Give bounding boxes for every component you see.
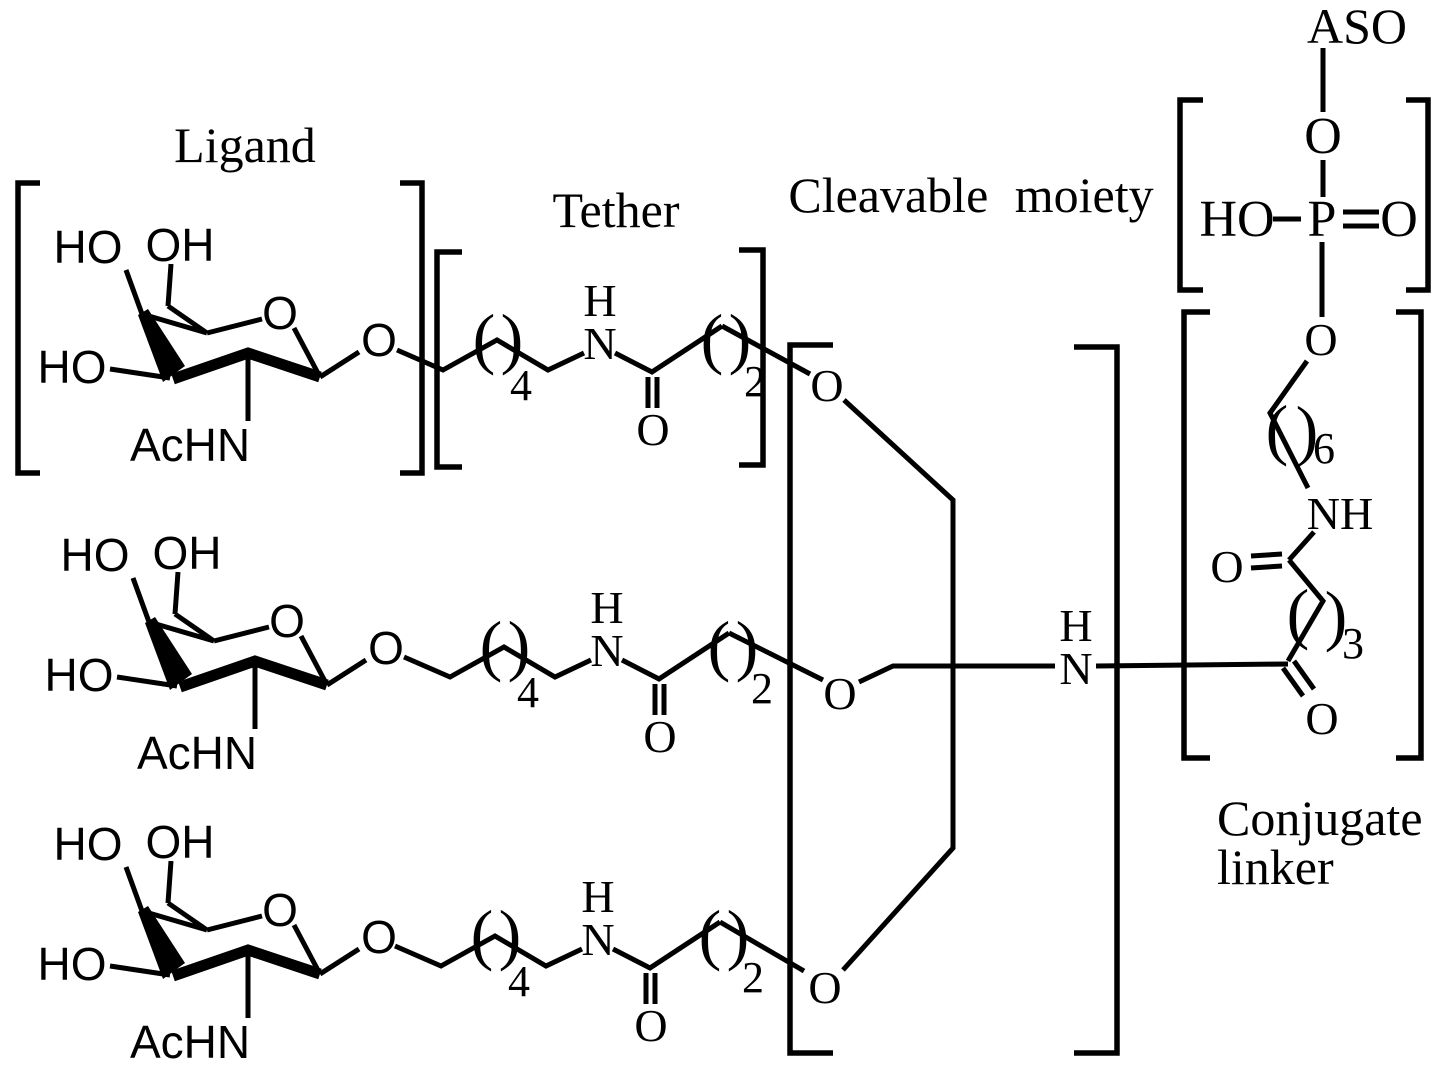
linker-hexyl-chain-bond: [1267, 359, 1311, 490]
phosphorus-oxygen-double-bond: [1343, 209, 1379, 229]
paren-open-alkyl-bottom: (: [471, 896, 494, 972]
paren-open-hexyl: (: [1266, 391, 1289, 467]
atom-ho-c4-top: HO: [54, 221, 123, 273]
atom-linker-o-top: O: [1304, 314, 1337, 365]
galnac-bonds-bottom: [110, 861, 359, 1018]
subscript-propyl: 3: [1342, 619, 1364, 668]
tether-oxygen-bond-middle: [727, 630, 825, 683]
paren-open-alkyl-top: (: [473, 300, 496, 376]
atom-amide-h-bottom: H: [581, 871, 614, 922]
atom-ho-c4-middle: HO: [61, 529, 130, 581]
atom-phosphate-ho: HO: [1199, 191, 1274, 248]
subscript-alkyl-middle: 4: [517, 668, 539, 717]
atom-amide-h-top: H: [583, 275, 616, 326]
subscript-acyl-bottom: 2: [742, 953, 764, 1002]
amine-to-linker-bond: [1095, 661, 1289, 669]
tether-oxygen-bond-bottom: [718, 919, 806, 974]
atom-amide-n-top: N: [583, 318, 616, 369]
atom-ring-oxygen-top: O: [262, 287, 298, 339]
atom-carbonyl-o-middle: O: [643, 711, 676, 762]
paren-close-hexyl: ): [1296, 392, 1319, 468]
atom-central-h: H: [1059, 600, 1092, 651]
atom-amide-n-bottom: N: [581, 914, 614, 965]
atom-cleavable-o-bottom: O: [808, 962, 841, 1013]
paren-open-acyl-bottom: (: [699, 896, 722, 972]
ligand-bracket-left: [15, 180, 40, 476]
paren-close-alkyl-middle: ): [508, 607, 531, 683]
atom-phosphate-o-upper: O: [1304, 108, 1342, 165]
atom-phosphate-o-double: O: [1380, 191, 1418, 248]
label-ligand: Ligand: [174, 117, 316, 173]
paren-close-acyl-top: ): [729, 300, 752, 376]
atom-ho-c3-top: HO: [38, 341, 107, 393]
paren-close-alkyl-top: ): [501, 300, 524, 376]
atom-achn-top: AcHN: [130, 419, 250, 471]
paren-open-acyl-top: (: [701, 300, 724, 376]
atom-linker-nh: NH: [1307, 488, 1373, 539]
atom-ring-oxygen-bottom: O: [262, 884, 298, 936]
atom-oh-c6-middle: OH: [153, 527, 222, 579]
subscript-acyl-middle: 2: [751, 664, 773, 713]
ligand-bracket-right: [400, 180, 425, 476]
atom-carbonyl-o-top: O: [636, 404, 669, 455]
branch-horizontal-bond: [857, 663, 1055, 685]
label-conjugate-linker-line1: Conjugate: [1217, 790, 1423, 846]
label-conjugate-linker-line2: linker: [1217, 839, 1334, 895]
subscript-hexyl: 6: [1313, 424, 1335, 473]
atom-glycosidic-oxygen-top: O: [361, 314, 397, 366]
phosphate-bracket-right: [1406, 97, 1431, 293]
atom-ring-oxygen-middle: O: [269, 595, 305, 647]
paren-close-acyl-middle: ): [736, 607, 759, 683]
atom-ho-c4-bottom: HO: [54, 818, 123, 870]
atom-oh-c6-bottom: OH: [146, 816, 215, 868]
atom-achn-middle: AcHN: [137, 727, 257, 779]
phosphate-bracket-left: [1177, 97, 1203, 293]
atom-ho-c3-bottom: HO: [38, 938, 107, 990]
paren-close-alkyl-bottom: ): [499, 896, 522, 972]
amide-carbonyl-double-bond: [1250, 551, 1283, 571]
paren-open-propyl: (: [1287, 575, 1310, 651]
label-cleavable-moiety: Cleavable moiety: [788, 167, 1153, 223]
subscript-acyl-top: 2: [744, 357, 766, 406]
atom-oh-c6-top: OH: [146, 219, 215, 271]
tether-bonds-top: [397, 326, 722, 408]
paren-open-acyl-middle: (: [708, 607, 731, 683]
atom-linker-ketone-o: O: [1305, 693, 1338, 744]
label-aso: ASO: [1307, 0, 1407, 54]
atom-linker-amide-o: O: [1210, 541, 1243, 592]
tether-bonds-middle: [404, 633, 729, 715]
linker-bracket-right: [1396, 309, 1424, 761]
cleavable-bracket-right: [1074, 344, 1120, 1056]
atom-glycosidic-oxygen-bottom: O: [361, 911, 397, 963]
tether-bracket-left: [434, 249, 462, 470]
atom-ho-c3-middle: HO: [45, 649, 114, 701]
atom-glycosidic-oxygen-middle: O: [368, 622, 404, 674]
ketone-double-bond: [1280, 659, 1317, 698]
paren-open-alkyl-middle: (: [480, 607, 503, 683]
subscript-alkyl-bottom: 4: [508, 957, 530, 1006]
atom-amide-n-middle: N: [590, 625, 623, 676]
galnac-bonds-top: [110, 264, 359, 421]
atom-achn-bottom: AcHN: [130, 1016, 250, 1068]
cleavable-bracket-left: [787, 342, 833, 1056]
linker-bracket-left: [1181, 309, 1210, 761]
atom-cleavable-o-top: O: [810, 360, 843, 411]
linker-propyl-chain-bond: [1285, 558, 1327, 663]
tether-bracket-right: [739, 247, 766, 468]
tether-bonds-bottom: [395, 922, 720, 1004]
galnac-bonds-middle: [117, 572, 366, 729]
nh-carbonyl-bond: [1287, 530, 1316, 562]
paren-close-acyl-bottom: ): [727, 896, 750, 972]
subscript-alkyl-top: 4: [510, 361, 532, 410]
atom-central-n: N: [1059, 643, 1092, 694]
branch-trunk-bond: [841, 398, 956, 972]
atom-amide-h-middle: H: [590, 582, 623, 633]
atom-carbonyl-o-bottom: O: [634, 1000, 667, 1051]
label-tether: Tether: [553, 182, 680, 238]
tether-oxygen-bond-top: [720, 323, 812, 377]
paren-close-propyl: ): [1325, 577, 1348, 653]
atom-phosphorus: P: [1308, 191, 1337, 248]
atom-cleavable-o-middle: O: [823, 668, 856, 719]
